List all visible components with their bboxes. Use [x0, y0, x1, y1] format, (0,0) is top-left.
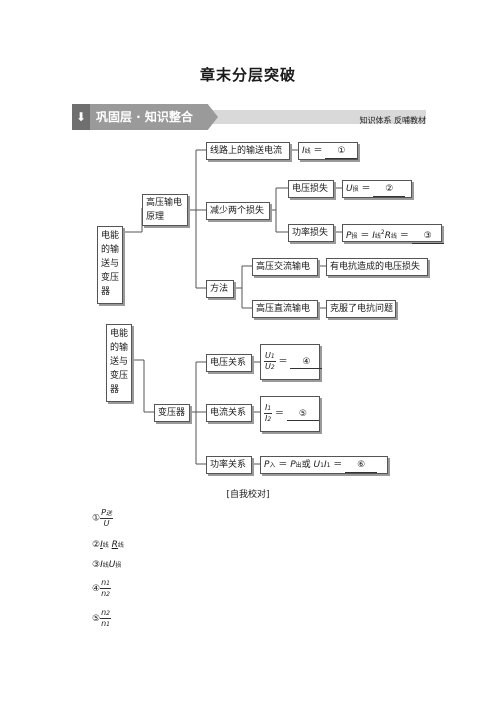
voltage-loss-formula-box: U损 ＝ ②: [342, 180, 412, 198]
node-power-loss: 功率损失: [288, 224, 334, 242]
node-power-relation: 功率关系: [206, 456, 252, 474]
answer-3-marker: ③: [92, 560, 101, 570]
node-voltage-loss: 电压损失: [288, 180, 334, 198]
answer-2: ②I线 R线: [92, 540, 124, 550]
node-current-relation: 电流关系: [206, 404, 252, 422]
node-hvac-desc: 有电抗造成的电压损失: [326, 258, 428, 276]
node-voltage-relation: 电压关系: [206, 354, 252, 372]
blank-6: ⑥: [345, 458, 378, 473]
branch-high-voltage: 高压输电原理: [142, 194, 188, 226]
arrow-down-icon: ⬇: [72, 104, 90, 130]
node-current: 线路上的输送电流: [206, 142, 290, 160]
blank-2: ②: [373, 182, 406, 197]
blank-5: ⑤: [286, 408, 319, 421]
root-node-2: 电能的输送与变压器: [106, 324, 132, 402]
branch-transformer: 变压器: [154, 404, 190, 422]
answer-3: ③I线U损: [92, 560, 122, 570]
root-node: 电能的输送与变压器: [97, 226, 123, 304]
node-hvdc-desc: 克服了电抗问题: [326, 300, 396, 318]
node-method: 方法: [206, 280, 234, 298]
page-title: 章末分层突破: [199, 66, 296, 84]
power-relation-formula-box: P入 ＝ P出或 U1I1 ＝ ⑥: [260, 456, 388, 474]
node-reduce: 减少两个损失: [206, 202, 270, 220]
blank-1: ①: [325, 144, 358, 159]
blank-3: ③: [411, 229, 444, 244]
node-hvac: 高压交流输电: [252, 258, 318, 276]
self-check-title: [自我校对]: [226, 490, 270, 500]
banner-tab-label: 巩固层 · 知识整合: [90, 104, 218, 130]
answer-5-marker: ⑤: [92, 614, 101, 624]
current-formula-box: I线 ＝ ①: [298, 142, 358, 160]
answer-2-marker: ②: [92, 540, 101, 550]
section-banner: ⬇ 巩固层 · 知识整合 知识体系 反哺教材: [72, 104, 426, 130]
banner-right-label: 知识体系 反哺教材: [359, 116, 426, 125]
power-loss-formula-box: P损 ＝ I线2R线 ＝ ③: [342, 224, 444, 244]
blank-4: ④: [290, 356, 323, 369]
answer-1-marker: ①: [92, 513, 101, 524]
node-hvdc: 高压直流输电: [252, 300, 318, 318]
answer-4-marker: ④: [92, 584, 101, 594]
